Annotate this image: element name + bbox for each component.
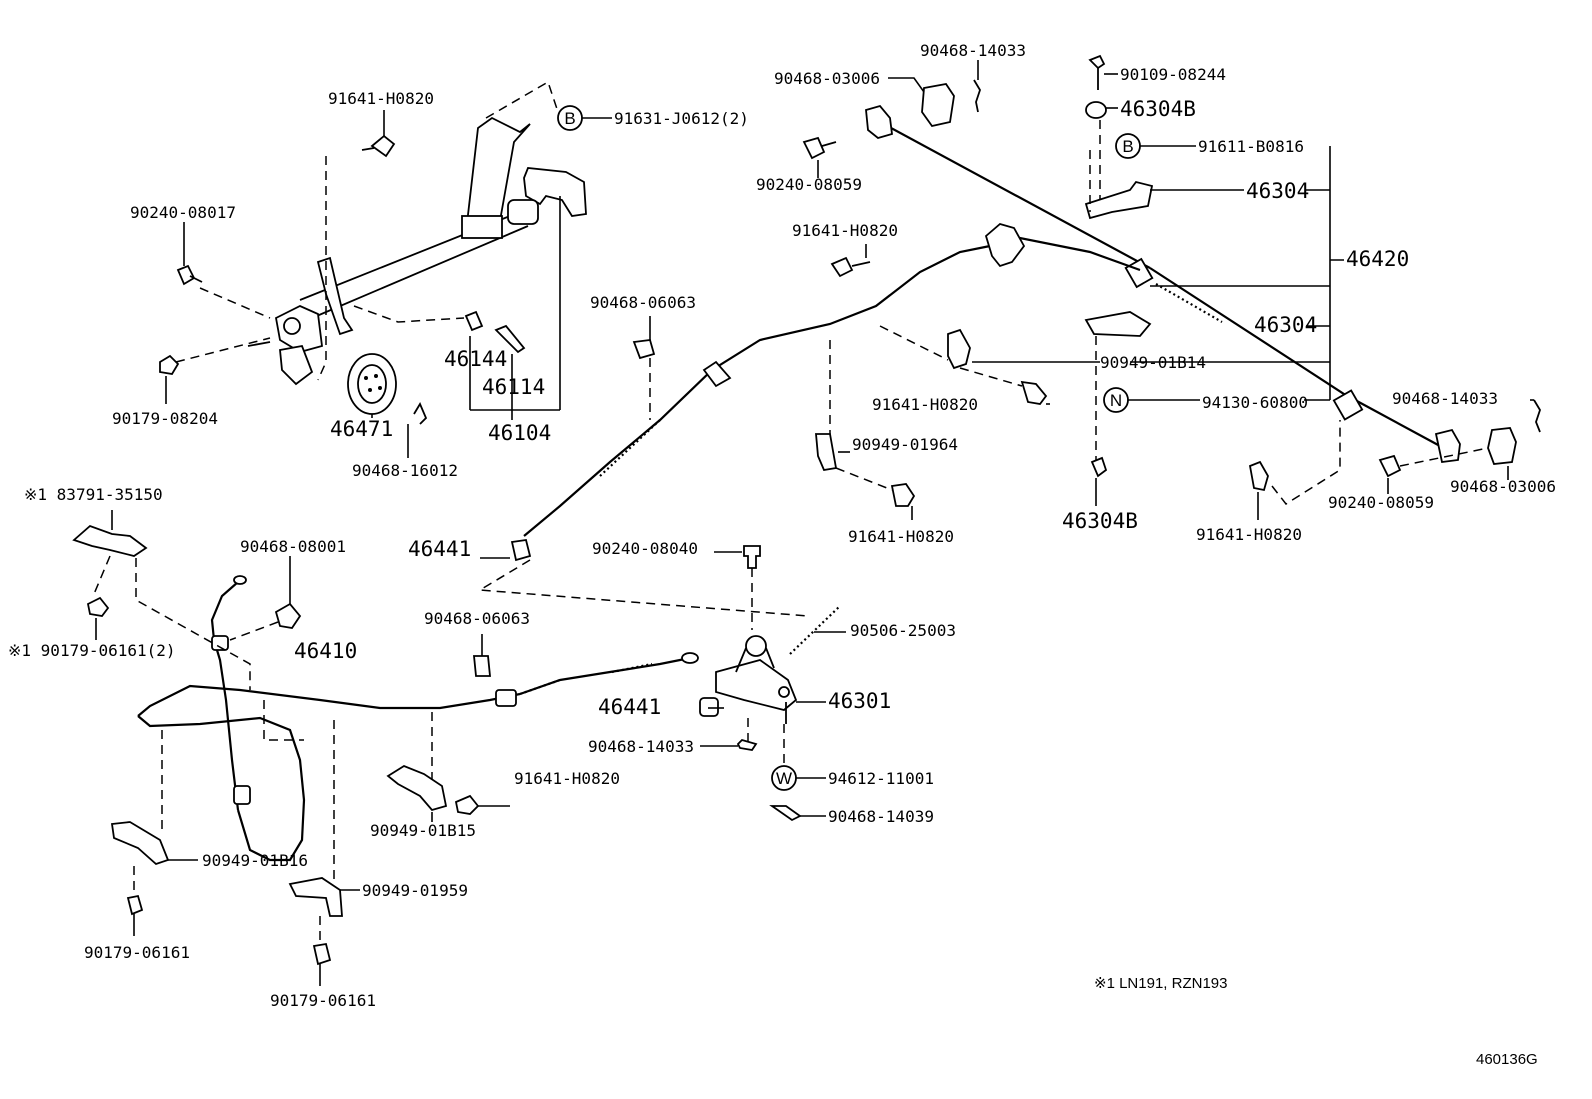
- label-91641-h0820-a: 91641-H0820: [328, 89, 434, 108]
- label-46144: 46144: [444, 347, 507, 371]
- label-46441-a: 46441: [408, 537, 471, 561]
- label-94612-11001: 94612-11001: [828, 769, 934, 788]
- label-90179-06161-2: ※1 90179-06161(2): [8, 641, 176, 660]
- svg-text:B: B: [564, 109, 575, 128]
- model-note: ※1 LN191, RZN193: [1094, 975, 1227, 992]
- label-90179-08204: 90179-08204: [112, 409, 218, 428]
- label-46410: 46410: [294, 639, 357, 663]
- label-91631-j0612: 91631-J0612(2): [614, 109, 749, 128]
- label-46304b-b: 46304B: [1062, 509, 1138, 533]
- equalizer-assembly: [699, 545, 841, 822]
- pedal-leaders: [165, 80, 612, 458]
- label-46420: 46420: [1346, 247, 1409, 271]
- small-parts-pedal: [159, 134, 526, 425]
- cable-46420: [865, 104, 1461, 463]
- label-46301: 46301: [828, 689, 891, 713]
- label-90468-14039: 90468-14039: [828, 807, 934, 826]
- label-90240-08059-b: 90240-08059: [1328, 493, 1434, 512]
- upper-right-leaders: [817, 60, 1534, 520]
- label-90109-08244: 90109-08244: [1120, 65, 1226, 84]
- label-90949-01b15: 90949-01B15: [370, 821, 476, 840]
- diagram-code: 460136G: [1476, 1051, 1538, 1068]
- part-labels: 91641-H0820 91631-J0612(2) 90240-08017 9…: [8, 41, 1556, 1010]
- label-90468-14033-c: 90468-14033: [588, 737, 694, 756]
- label-90468-03006-a: 90468-03006: [774, 69, 880, 88]
- marker-b-2: B: [1115, 133, 1141, 159]
- label-91641-h0820-b: 91641-H0820: [792, 221, 898, 240]
- lower-left-parts: [72, 524, 491, 966]
- label-90240-08059-a: 90240-08059: [756, 175, 862, 194]
- label-90949-01b16: 90949-01B16: [202, 851, 308, 870]
- marker-n: N: [1103, 387, 1129, 413]
- label-83791-35150: ※1 83791-35150: [24, 485, 163, 504]
- label-46471: 46471: [330, 417, 393, 441]
- label-90179-06161-b: 90179-06161: [270, 991, 376, 1010]
- label-90240-08017: 90240-08017: [130, 203, 236, 222]
- label-46441-b: 46441: [598, 695, 661, 719]
- upper-right-parts: [802, 54, 1541, 492]
- label-90468-16012: 90468-16012: [352, 461, 458, 480]
- label-90468-08001: 90468-08001: [240, 537, 346, 556]
- label-90949-01959: 90949-01959: [362, 881, 468, 900]
- svg-text:B: B: [1122, 137, 1133, 156]
- label-46304-b: 46304: [1254, 313, 1317, 337]
- label-46104: 46104: [488, 421, 551, 445]
- label-90949-01964: 90949-01964: [852, 435, 958, 454]
- label-46304b-a: 46304B: [1120, 97, 1196, 121]
- label-90949-01b14: 90949-01B14: [1100, 353, 1206, 372]
- label-91641-h0820-f: 91641-H0820: [514, 769, 620, 788]
- marker-b-1: B: [557, 105, 583, 131]
- label-90468-14033-b: 90468-14033: [1392, 389, 1498, 408]
- label-91611-b0816: 91611-B0816: [1198, 137, 1304, 156]
- label-91641-h0820-c: 91641-H0820: [872, 395, 978, 414]
- svg-text:N: N: [1110, 391, 1122, 410]
- label-90468-06063-a: 90468-06063: [590, 293, 696, 312]
- front-cable-parts: [632, 256, 1048, 507]
- label-94130-60800: 94130-60800: [1202, 393, 1308, 412]
- label-90240-08040: 90240-08040: [592, 539, 698, 558]
- label-90468-14033-a: 90468-14033: [920, 41, 1026, 60]
- front-cable-leaders: [477, 244, 1100, 617]
- label-91641-h0820-e: 91641-H0820: [1196, 525, 1302, 544]
- label-46114: 46114: [482, 375, 545, 399]
- label-91641-h0820-d: 91641-H0820: [848, 527, 954, 546]
- lower-left-leaders: [93, 510, 846, 986]
- label-90179-06161-a: 90179-06161: [84, 943, 190, 962]
- cable-46410: [137, 575, 699, 862]
- marker-w: W: [771, 765, 797, 791]
- svg-text:W: W: [776, 769, 792, 788]
- label-90506-25003: 90506-25003: [850, 621, 956, 640]
- pedal-lever-assembly: [274, 116, 587, 386]
- label-90468-06063-b: 90468-06063: [424, 609, 530, 628]
- pulley-46471: [347, 353, 397, 415]
- label-90468-03006-b: 90468-03006: [1450, 477, 1556, 496]
- front-cable: [510, 223, 1141, 562]
- label-46304-a: 46304: [1246, 179, 1309, 203]
